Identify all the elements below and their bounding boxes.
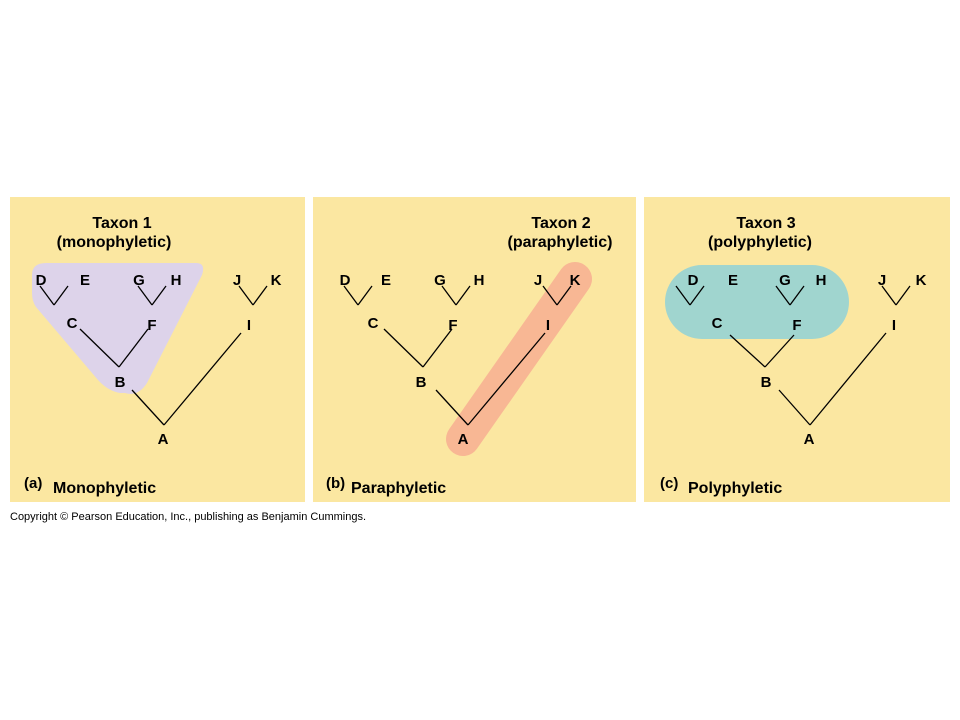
- tree-diagram-b: D E G H J K C F I B A Taxon 2 (paraphyle…: [326, 215, 613, 497]
- taxon-type: (monophyletic): [57, 234, 172, 251]
- edge-A-B: [778, 389, 811, 426]
- node-I: I: [892, 317, 896, 334]
- edge-C-E: [53, 285, 69, 306]
- edge-A-B: [131, 389, 165, 426]
- edge-C-D: [675, 285, 691, 306]
- edge-F-H: [151, 285, 167, 306]
- taxon-title: Taxon 2: [531, 215, 590, 232]
- caption-letter: (b): [326, 475, 345, 492]
- node-C: C: [368, 315, 379, 332]
- caption-letter: (a): [24, 475, 42, 492]
- panel-polyphyletic: D E G H J K C F I B A Taxon 3 (polyphyle…: [644, 197, 950, 502]
- edge-C-E: [357, 285, 373, 306]
- node-D: D: [340, 272, 351, 289]
- polyphyletic-highlight: [665, 265, 849, 339]
- edge-I-K: [252, 285, 268, 306]
- node-I: I: [247, 317, 251, 334]
- node-E: E: [728, 272, 738, 289]
- edge-B-C: [383, 328, 424, 368]
- node-H: H: [171, 272, 182, 289]
- edge-I-K: [895, 285, 911, 306]
- edge-A-B: [435, 389, 469, 426]
- tree-diagram-a: D E G H J K C F I B A Taxon 1 (monophyle…: [24, 215, 282, 497]
- caption-letter: (c): [660, 475, 678, 492]
- edge-F-H: [789, 285, 805, 306]
- edge-B-F: [118, 328, 149, 368]
- taxon-title: Taxon 1: [92, 215, 151, 232]
- node-J: J: [878, 272, 886, 289]
- taxon-title: Taxon 3: [736, 215, 795, 232]
- node-K: K: [271, 272, 282, 289]
- node-I: I: [546, 317, 550, 334]
- node-K: K: [916, 272, 927, 289]
- edge-I-J: [542, 285, 558, 306]
- taxon-type: (polyphyletic): [708, 234, 812, 251]
- node-H: H: [474, 272, 485, 289]
- edge-I-J: [238, 285, 254, 306]
- node-E: E: [381, 272, 391, 289]
- edge-F-G: [441, 285, 457, 306]
- edge-F-H: [455, 285, 471, 306]
- caption: Monophyletic: [53, 480, 156, 497]
- edge-I-J: [881, 285, 897, 306]
- node-G: G: [133, 272, 145, 289]
- node-B: B: [416, 374, 427, 391]
- node-H: H: [816, 272, 827, 289]
- edge-C-D: [343, 285, 359, 306]
- edge-B-C: [79, 328, 120, 368]
- edge-A-I: [467, 332, 546, 426]
- node-C: C: [67, 315, 78, 332]
- node-F: F: [147, 317, 156, 334]
- node-B: B: [761, 374, 772, 391]
- edge-B-F: [422, 328, 453, 368]
- taxon-type: (paraphyletic): [508, 234, 613, 251]
- node-A: A: [804, 431, 815, 448]
- node-G: G: [779, 272, 791, 289]
- node-E: E: [80, 272, 90, 289]
- caption: Paraphyletic: [351, 480, 446, 497]
- edge-F-G: [137, 285, 153, 306]
- edge-A-I: [809, 332, 887, 426]
- node-J: J: [534, 272, 542, 289]
- node-C: C: [712, 315, 723, 332]
- edge-C-E: [689, 285, 705, 306]
- node-G: G: [434, 272, 446, 289]
- monophyletic-highlight: [32, 263, 204, 394]
- paraphyletic-highlight: [446, 262, 592, 456]
- node-D: D: [688, 272, 699, 289]
- panel-paraphyletic: D E G H J K C F I B A Taxon 2 (paraphyle…: [313, 197, 636, 502]
- node-F: F: [792, 317, 801, 334]
- node-K: K: [570, 272, 581, 289]
- edge-F-G: [775, 285, 791, 306]
- node-D: D: [36, 272, 47, 289]
- edge-B-C: [729, 334, 766, 368]
- node-B: B: [115, 374, 126, 391]
- panel-monophyletic: D E G H J K C F I B A Taxon 1 (monophyle…: [10, 197, 305, 502]
- node-F: F: [448, 317, 457, 334]
- caption: Polyphyletic: [688, 480, 782, 497]
- edge-I-K: [556, 285, 572, 306]
- edge-C-D: [39, 285, 55, 306]
- node-J: J: [233, 272, 241, 289]
- edge-A-I: [163, 332, 242, 426]
- node-A: A: [458, 431, 469, 448]
- node-A: A: [158, 431, 169, 448]
- copyright-notice: Copyright © Pearson Education, Inc., pub…: [10, 511, 367, 523]
- edge-B-F: [764, 334, 795, 368]
- tree-diagram-c: D E G H J K C F I B A Taxon 3 (polyphyle…: [660, 215, 927, 497]
